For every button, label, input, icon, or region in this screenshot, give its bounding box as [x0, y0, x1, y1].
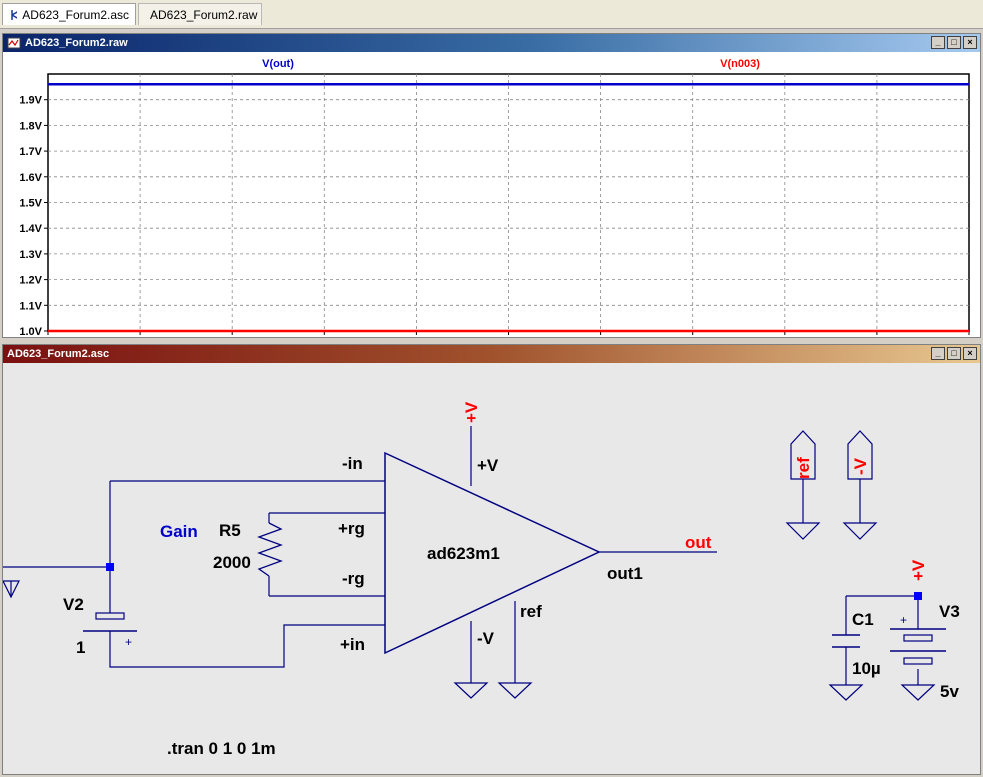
minimize-button[interactable]: _ — [931, 36, 945, 49]
window-title: AD623_Forum2.asc — [7, 348, 110, 360]
polarity-plus: + — [125, 635, 132, 649]
close-button[interactable]: × — [963, 347, 977, 360]
pin-label-vplus: +V — [477, 456, 499, 475]
gain-comment[interactable]: Gain — [160, 522, 198, 541]
restore-button[interactable]: □ — [947, 347, 961, 360]
component-name-ad623[interactable]: ad623m1 — [427, 544, 500, 563]
voltage-source-v2[interactable] — [83, 612, 137, 632]
ref-flag-label: ref — [794, 457, 813, 479]
component-value-r5[interactable]: 2000 — [213, 553, 251, 572]
component-name-v3[interactable]: V3 — [939, 602, 960, 621]
y-tick-label: 1.2V — [19, 275, 42, 287]
close-button[interactable]: × — [963, 36, 977, 49]
trace-label-vn003[interactable]: V(n003) — [720, 58, 760, 70]
ref-net-flag[interactable] — [790, 430, 816, 480]
tab-label: AD623_Forum2.raw — [150, 7, 258, 22]
component-name-r5[interactable]: R5 — [219, 521, 241, 540]
component-value-v2[interactable]: 1 — [76, 638, 85, 657]
vminus-flag-label: -V — [851, 457, 870, 475]
junction-dot — [914, 592, 922, 600]
schematic-canvas[interactable]: + + +V +V ref -V -in — [3, 363, 980, 774]
voltage-source-v3[interactable] — [890, 628, 946, 665]
spice-directive[interactable]: .tran 0 1 0 1m — [167, 739, 276, 758]
pin-label-in-plus: +in — [340, 635, 365, 654]
ground-icon — [453, 682, 489, 699]
ground-icon — [828, 684, 864, 701]
schematic-icon — [11, 9, 18, 20]
net-label-out[interactable]: out — [685, 533, 712, 552]
y-tick-label: 1.9V — [19, 95, 42, 107]
minimize-button[interactable]: _ — [931, 347, 945, 360]
tab-label: AD623_Forum2.asc — [22, 7, 129, 22]
y-tick-label: 1.0V — [19, 326, 42, 337]
schematic-window: AD623_Forum2.asc _ □ × — [2, 344, 981, 775]
polarity-plus: + — [900, 613, 907, 627]
capacitor-c1[interactable] — [832, 634, 860, 648]
trace-label-vout[interactable]: V(out) — [262, 58, 294, 70]
component-name-c1[interactable]: C1 — [852, 610, 874, 629]
pin-label-ref: ref — [520, 602, 542, 621]
restore-button[interactable]: □ — [947, 36, 961, 49]
ground-icon — [842, 522, 878, 540]
tab-schematic[interactable]: AD623_Forum2.asc — [2, 3, 136, 25]
ground-icon — [900, 684, 936, 701]
document-tab-bar: AD623_Forum2.asc AD623_Forum2.raw — [0, 0, 983, 29]
schematic-window-titlebar[interactable]: AD623_Forum2.asc _ □ × — [3, 345, 980, 363]
component-value-c1[interactable]: 10µ — [852, 659, 881, 678]
traces — [48, 83, 969, 333]
pin-label-rg-minus: -rg — [342, 569, 365, 588]
vplus-flag-label: +V — [462, 401, 481, 423]
component-value-v3[interactable]: 5v — [940, 682, 959, 701]
pin-label-vminus: -V — [477, 629, 495, 648]
y-tick-label: 1.5V — [19, 198, 42, 210]
plot-grid — [48, 74, 969, 331]
pin-label-out1: out1 — [607, 564, 643, 583]
component-name-v2[interactable]: V2 — [63, 595, 84, 614]
window-title: AD623_Forum2.raw — [25, 37, 128, 49]
y-tick-label: 1.8V — [19, 120, 42, 132]
y-tick-label: 1.1V — [19, 300, 42, 312]
y-tick-label: 1.4V — [19, 223, 42, 235]
canvas-background — [3, 363, 980, 774]
vminus-net-flag[interactable] — [847, 430, 873, 480]
y-axis: 1.0V 1.1V 1.2V 1.3V 1.4V 1.5V 1.6V 1.7V 1.8V 1.9V — [19, 95, 48, 337]
waveform-window-titlebar[interactable]: AD623_Forum2.raw _ □ × — [3, 34, 980, 52]
vplus-flag-label: +V — [909, 559, 928, 581]
resistor-r5[interactable] — [257, 522, 283, 577]
ad623-symbol[interactable] — [384, 451, 601, 655]
waveform-icon — [7, 37, 21, 49]
junction-dot — [106, 563, 114, 571]
y-tick-label: 1.3V — [19, 249, 42, 261]
pin-label-in-minus: -in — [342, 454, 363, 473]
tab-waveform[interactable]: AD623_Forum2.raw — [138, 3, 262, 25]
y-tick-label: 1.6V — [19, 172, 42, 184]
ground-icon — [3, 580, 20, 599]
y-tick-label: 1.7V — [19, 146, 42, 158]
ground-icon — [497, 682, 533, 699]
pin-label-rg-plus: +rg — [338, 519, 365, 538]
ground-icon — [785, 522, 821, 540]
waveform-plot[interactable]: 1.0V 1.1V 1.2V 1.3V 1.4V 1.5V 1.6V 1.7V 1.8V 1.9V… — [3, 52, 980, 337]
wires — [3, 426, 919, 685]
